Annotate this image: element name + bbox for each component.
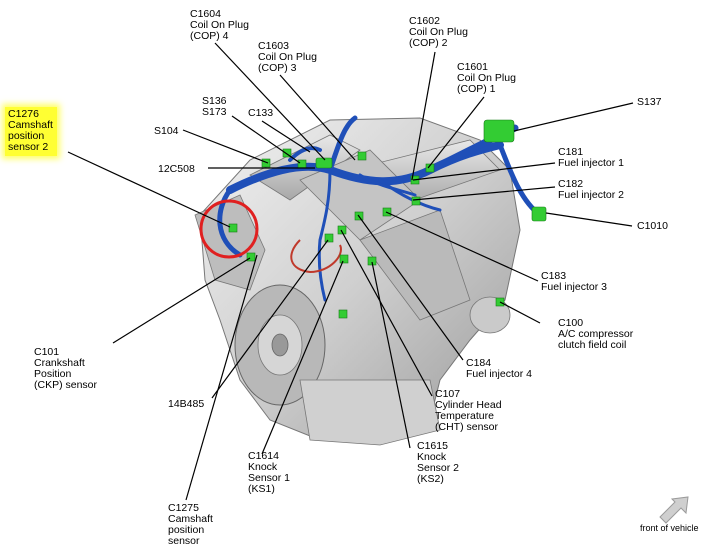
label-s137: S137 <box>637 96 662 108</box>
label-12c508: 12C508 <box>158 163 195 175</box>
label-c1614: C1614 Knock Sensor 1 (KS1) <box>248 450 291 495</box>
label-s104: S104 <box>154 125 179 137</box>
leader-lines <box>67 42 634 501</box>
label-c1010: C1010 <box>637 220 668 232</box>
label-c184: C184 Fuel injector 4 <box>466 357 532 380</box>
camshaft-sensor-highlight-circle <box>199 199 259 259</box>
label-c107: C107 Cylinder Head Temperature (CHT) sen… <box>435 388 502 433</box>
label-c101: C101 Crankshaft Position (CKP) sensor <box>34 346 98 391</box>
label-c1615: C1615 Knock Sensor 2 (KS2) <box>417 440 460 485</box>
label-s136-s173: S136 S173 <box>202 95 227 118</box>
front-of-vehicle-arrow <box>659 496 689 524</box>
front-of-vehicle-label: front of vehicle <box>640 523 699 533</box>
connectors <box>228 119 547 319</box>
harness-loop <box>290 239 342 274</box>
label-c183: C183 Fuel injector 3 <box>541 270 607 293</box>
label-c1602: C1602 Coil On Plug (COP) 2 <box>409 15 468 49</box>
label-c133: C133 <box>248 107 274 119</box>
label-c182: C182 Fuel injector 2 <box>558 178 624 201</box>
label-14b485: 14B485 <box>168 398 205 410</box>
label-c1601: C1601 Coil On Plug (COP) 1 <box>457 61 516 95</box>
label-c1275: C1275 Camshaft position sensor <box>168 502 213 547</box>
label-c1604: C1604 Coil On Plug (COP) 4 <box>190 8 249 42</box>
label-c1603: C1603 Coil On Plug (COP) 3 <box>258 40 317 74</box>
label-c1276-highlighted: C1276 Camshaft position sensor 2 <box>5 107 57 156</box>
label-c100: C100 A/C compressor clutch field coil <box>558 317 634 351</box>
label-c181: C181 Fuel injector 1 <box>558 146 624 169</box>
